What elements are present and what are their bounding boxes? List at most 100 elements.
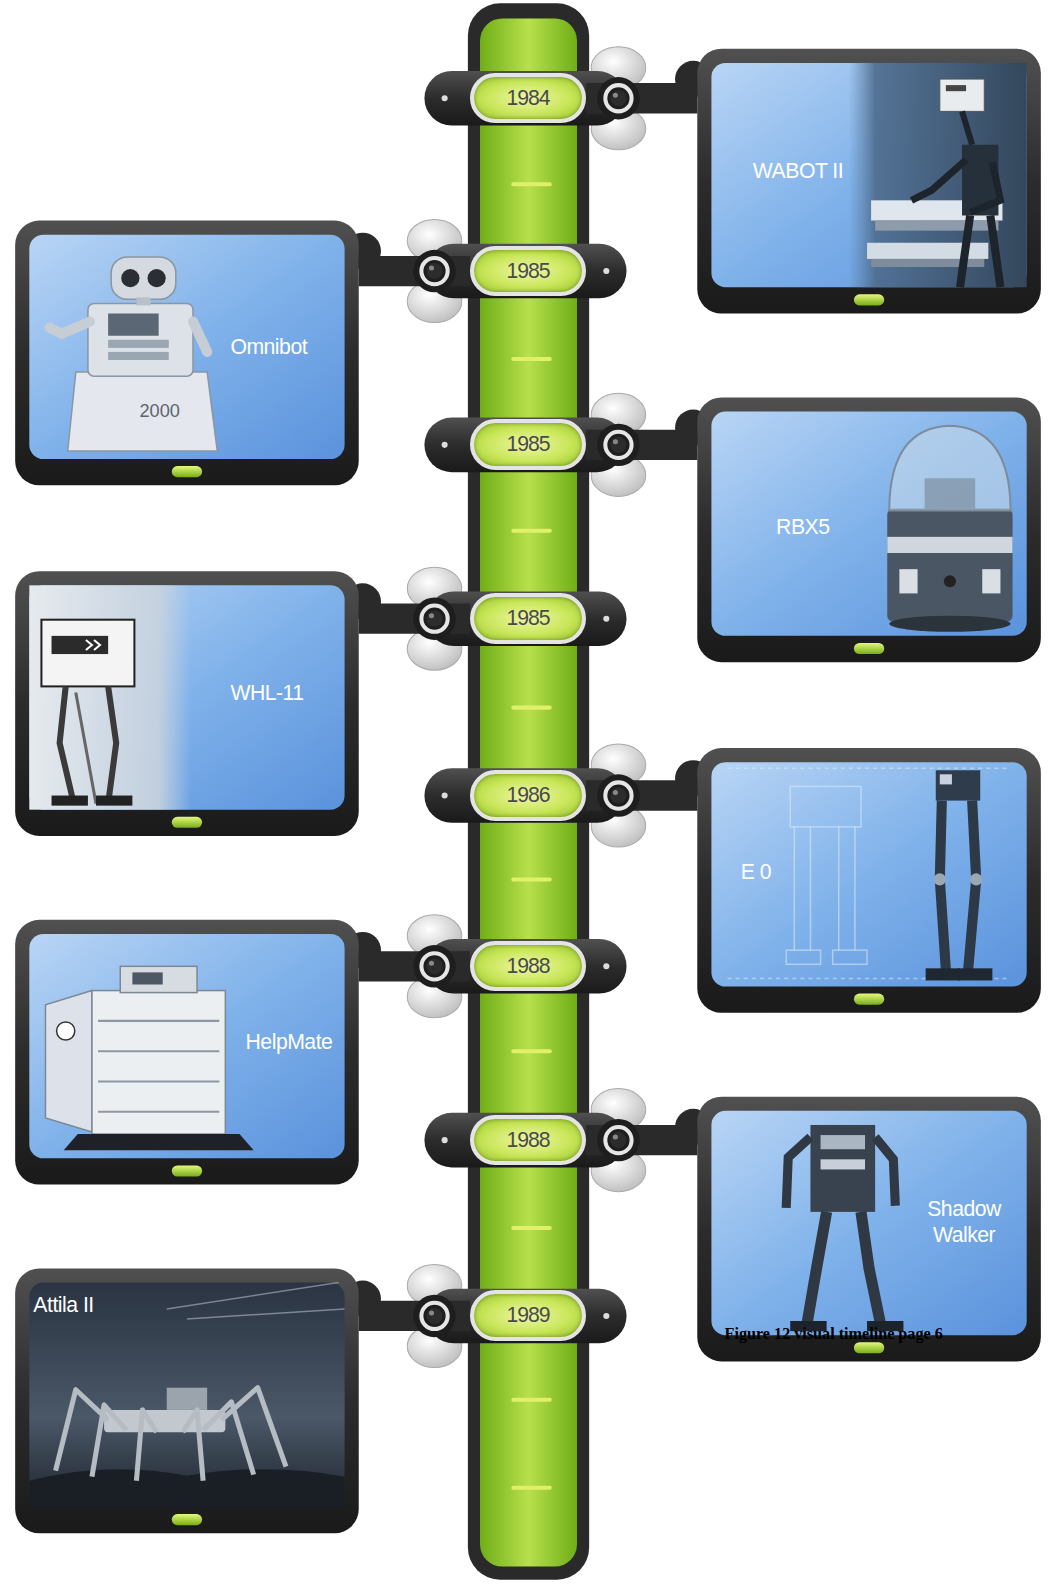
joint-caps <box>407 567 462 609</box>
year-label: 1985 <box>474 250 582 292</box>
year-bands <box>424 1113 624 1168</box>
timeline-arm <box>586 780 697 810</box>
card-frame <box>697 397 1041 662</box>
robot-illustration <box>926 968 960 980</box>
robot-illustration <box>821 1135 865 1149</box>
year-pill: 1984 <box>470 73 586 124</box>
robot-illustration <box>96 796 132 806</box>
card-frame <box>345 932 381 968</box>
year-bands <box>426 1289 626 1344</box>
blueprint-lines <box>786 950 820 964</box>
joint-knob <box>605 432 631 458</box>
joint-knob <box>421 1303 447 1329</box>
product-marking: 2000 <box>139 401 179 422</box>
joint-caps <box>591 744 646 786</box>
joint-caps <box>591 107 646 149</box>
tick-marks <box>511 529 551 533</box>
robot-illustration <box>41 620 134 687</box>
robot-illustration <box>925 478 976 508</box>
year-bands <box>426 244 626 299</box>
robot-illustration <box>946 85 966 91</box>
band-dots <box>603 268 609 274</box>
band-dots <box>603 1313 609 1319</box>
robot-card: WHL-11 <box>15 571 359 836</box>
card-frame <box>345 1281 381 1317</box>
timeline-arm <box>359 256 470 286</box>
joint-knob <box>610 90 626 106</box>
card-frame <box>15 221 359 486</box>
robot-illustration <box>167 1283 345 1319</box>
robot-illustration <box>940 774 952 784</box>
robot-name: RBX5 <box>776 514 867 539</box>
card-frame <box>854 1342 884 1353</box>
robot-illustration <box>88 303 193 376</box>
card-frame <box>172 817 202 828</box>
joint-caps <box>407 628 462 670</box>
robot-card: Shadow Walker <box>697 1096 1041 1361</box>
card-frame <box>15 571 359 836</box>
robot-illustration <box>821 1159 865 1169</box>
robot-card: WABOT II <box>697 49 1041 314</box>
joint-knob <box>413 1295 455 1337</box>
band-dots <box>603 616 609 622</box>
joint-caps <box>407 1325 462 1367</box>
robot-illustration <box>970 873 982 885</box>
timeline-arm <box>359 951 470 981</box>
robot-illustration <box>60 686 117 803</box>
robot-illustration <box>50 322 90 334</box>
year-bands <box>424 768 624 823</box>
tick-marks <box>511 182 551 186</box>
card-frame <box>854 643 884 654</box>
year-pill: 1989 <box>470 1290 586 1341</box>
robot-illustration <box>148 269 166 287</box>
band-dots <box>442 793 448 799</box>
joint-caps <box>591 393 646 435</box>
blueprint-lines <box>728 768 1011 978</box>
card-frame <box>697 1097 1041 1362</box>
robot-illustration <box>50 257 218 451</box>
robot-illustration <box>167 1388 207 1410</box>
card-frame <box>345 233 381 269</box>
card-frame <box>29 585 344 809</box>
joint-caps <box>591 1089 646 1131</box>
robot-illustration <box>810 1125 875 1212</box>
tick-marks <box>511 357 551 361</box>
robot-illustration <box>912 160 967 200</box>
robot-illustration <box>41 620 134 806</box>
card-frame <box>675 760 711 796</box>
robot-illustration <box>136 297 150 305</box>
card-frame <box>697 49 1041 314</box>
robot-card: RBX5 <box>697 397 1041 662</box>
robot-illustration <box>98 1021 219 1112</box>
joint-caps <box>407 47 645 1368</box>
joint-knob <box>597 774 639 816</box>
card-frame <box>345 583 381 619</box>
robot-illustration <box>958 968 992 980</box>
robot-illustration <box>29 1469 344 1507</box>
year-label: 1985 <box>474 597 582 639</box>
robot-card: E 0 <box>697 748 1041 1013</box>
year-label: 1989 <box>474 1294 582 1336</box>
year-pill: 1985 <box>470 593 586 644</box>
tick-marks <box>511 1226 551 1230</box>
robot-illustration <box>982 569 1000 593</box>
timeline-arm <box>586 83 697 113</box>
joint-knob <box>597 424 639 466</box>
joint-caps <box>407 1264 462 1306</box>
joint-knob <box>597 774 639 816</box>
joint-knob <box>610 787 626 803</box>
year-pill: 1985 <box>470 246 586 297</box>
card-frame <box>849 63 1027 287</box>
robot-illustration <box>45 991 91 1132</box>
card-frame <box>675 61 711 97</box>
card-frame <box>172 466 202 477</box>
robot-illustration <box>934 873 946 885</box>
blueprint-lines <box>790 786 861 826</box>
robot-illustration <box>108 314 159 336</box>
card-frame <box>675 1109 711 1145</box>
joint-knob <box>597 1119 639 1161</box>
robot-illustration <box>92 991 225 1134</box>
year-bands <box>424 418 624 473</box>
figure-caption: Figure 12 visual timeline page 6 <box>725 1325 943 1343</box>
